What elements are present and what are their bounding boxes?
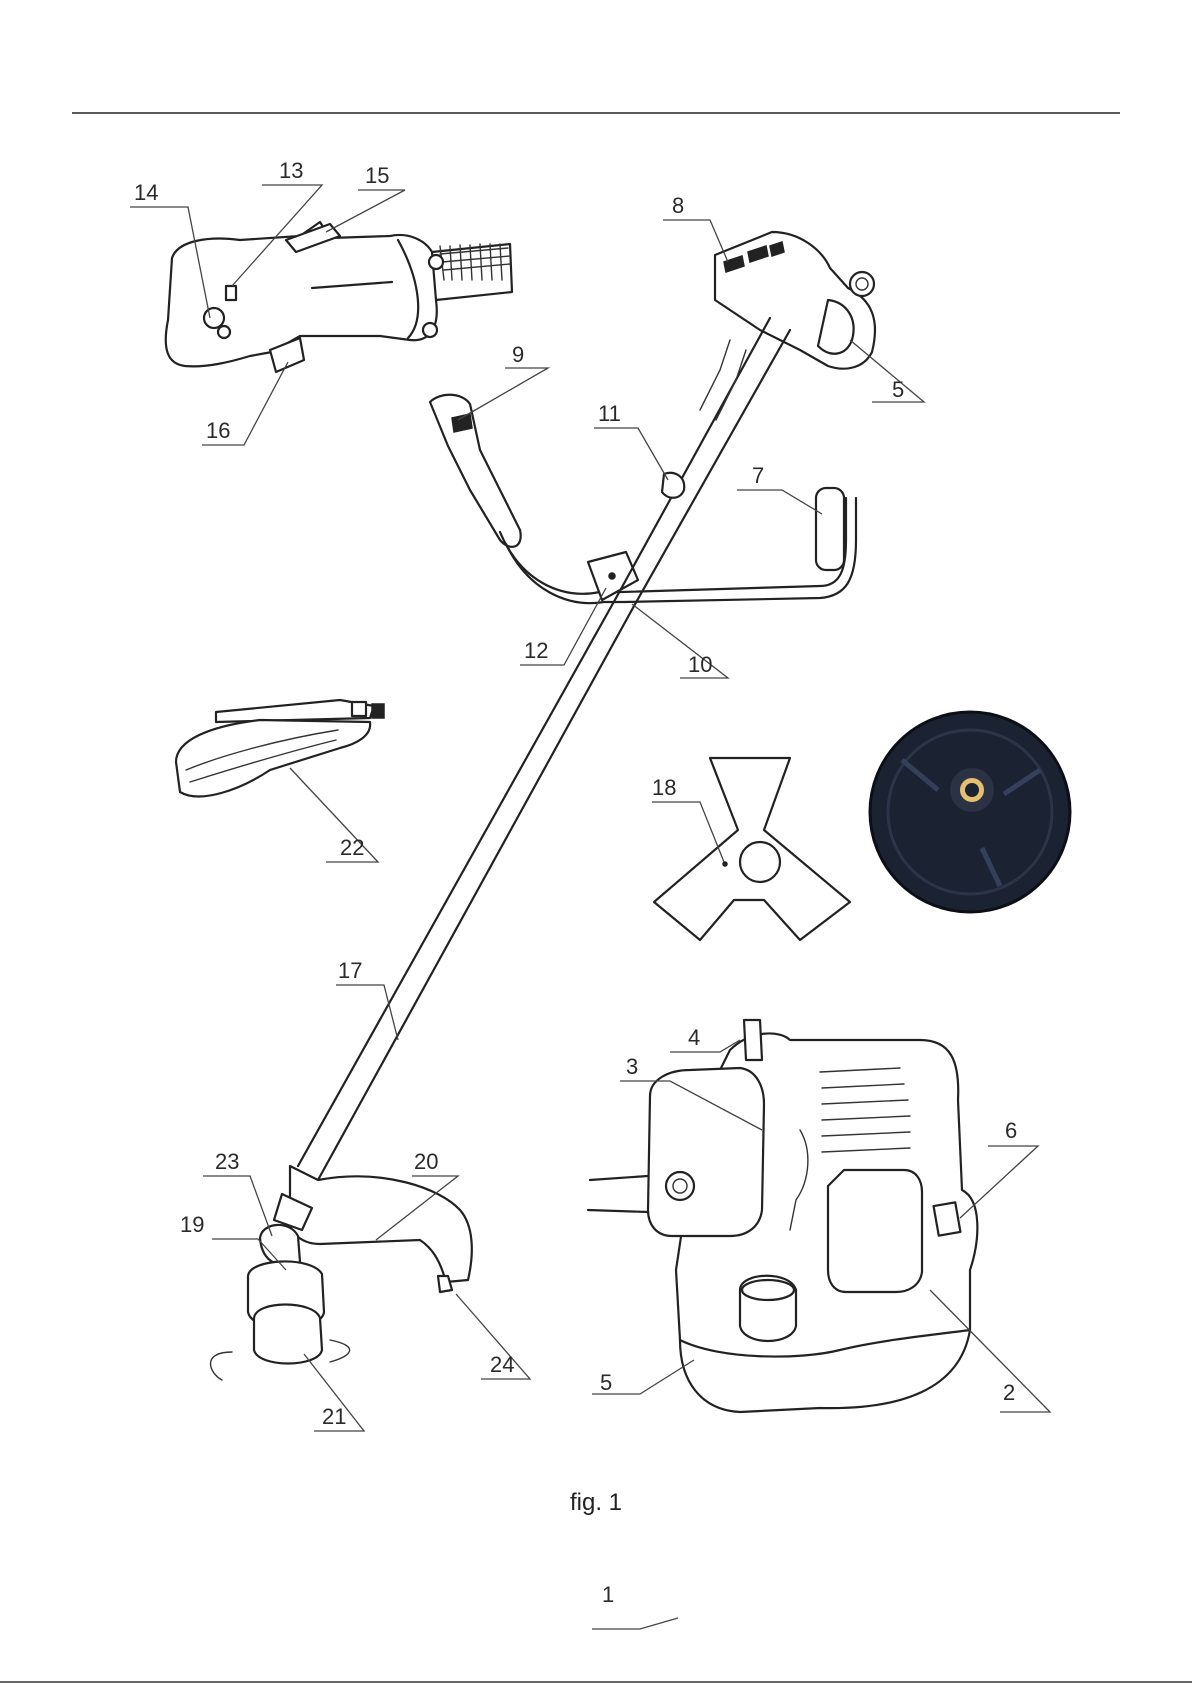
- part-label-18: 18: [652, 775, 676, 800]
- part-label-19: 19: [180, 1212, 204, 1237]
- part-label-9: 9: [512, 342, 524, 367]
- leader-lines: [130, 185, 1050, 1629]
- part-label-7: 7: [752, 463, 764, 488]
- harness-drawing: [176, 700, 384, 796]
- part-label-5-engine: 5: [600, 1370, 612, 1395]
- part-label-20: 20: [414, 1149, 438, 1174]
- part-label-11: 11: [598, 401, 621, 426]
- part-label-13: 13: [279, 158, 303, 183]
- part-label-4: 4: [688, 1025, 700, 1050]
- part-label-16: 16: [206, 418, 230, 443]
- part-label-6: 6: [1005, 1118, 1017, 1143]
- engine-detail-drawing: [588, 1020, 977, 1412]
- part-label-22: 22: [340, 835, 364, 860]
- part-label-14: 14: [134, 180, 158, 205]
- part-label-23: 23: [215, 1149, 239, 1174]
- part-label-17: 17: [338, 958, 362, 983]
- part-label-21: 21: [322, 1404, 346, 1429]
- part-label-24: 24: [490, 1352, 514, 1377]
- part-label-2: 2: [1003, 1380, 1015, 1405]
- throttle-handle-drawing: [166, 222, 512, 372]
- part-label-10: 10: [688, 652, 712, 677]
- trimmer-head-photo: [870, 712, 1070, 912]
- blade-drawing: [654, 758, 850, 940]
- part-label-12: 12: [524, 638, 548, 663]
- figure-caption: fig. 1: [570, 1489, 622, 1516]
- part-label-5-top: 5: [892, 377, 904, 402]
- part-label-8: 8: [672, 193, 684, 218]
- part-label-3: 3: [626, 1054, 638, 1079]
- part-label-1: 1: [602, 1582, 614, 1607]
- part-label-15: 15: [365, 163, 389, 188]
